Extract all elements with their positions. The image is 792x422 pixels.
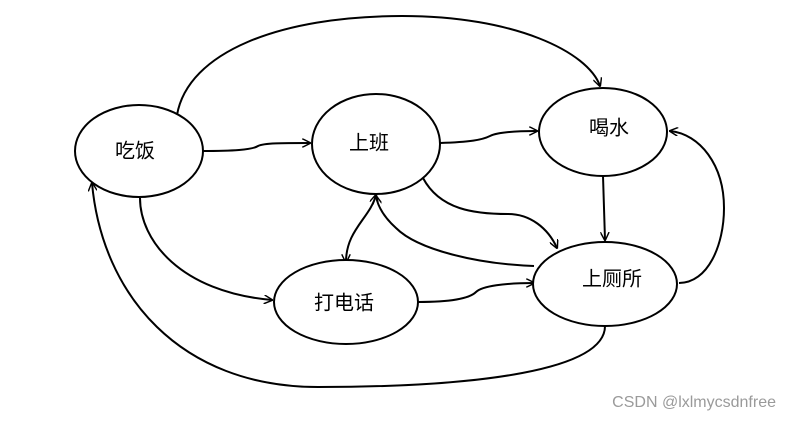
edges — [92, 14, 726, 389]
node-work: 上班 — [311, 93, 441, 195]
node-phone-ellipse — [273, 259, 419, 345]
edge-eat-to-drink — [176, 14, 600, 116]
edge-phone-to-toilet — [417, 283, 534, 303]
node-phone: 打电话 — [273, 259, 419, 345]
edge-eat-to-phone — [139, 197, 272, 300]
node-toilet-ellipse — [532, 241, 678, 327]
edge-work-to-drink — [439, 131, 537, 144]
edge-work-phone-bidirectional — [346, 195, 376, 262]
node-eat-ellipse — [74, 104, 204, 198]
node-eat: 吃饭 — [74, 104, 204, 198]
edge-toilet-to-eat — [92, 183, 606, 389]
node-phone-label: 打电话 — [314, 291, 374, 315]
node-eat-label: 吃饭 — [115, 139, 155, 163]
edge-eat-to-work — [201, 143, 310, 152]
watermark-text: CSDN @lxlmycsdnfree — [612, 394, 776, 411]
node-drink: 喝水 — [538, 87, 668, 177]
edge-work-to-toilet — [422, 177, 557, 248]
node-toilet: 上厕所 — [532, 241, 678, 327]
edge-toilet-to-drink — [670, 131, 726, 284]
node-toilet-label: 上厕所 — [582, 267, 642, 291]
edge-drink-to-toilet — [603, 175, 605, 240]
node-work-label: 上班 — [349, 131, 389, 155]
edge-toilet-to-work — [376, 196, 535, 267]
node-work-ellipse — [311, 93, 441, 195]
node-drink-ellipse — [538, 87, 668, 177]
node-drink-label: 喝水 — [589, 116, 629, 140]
